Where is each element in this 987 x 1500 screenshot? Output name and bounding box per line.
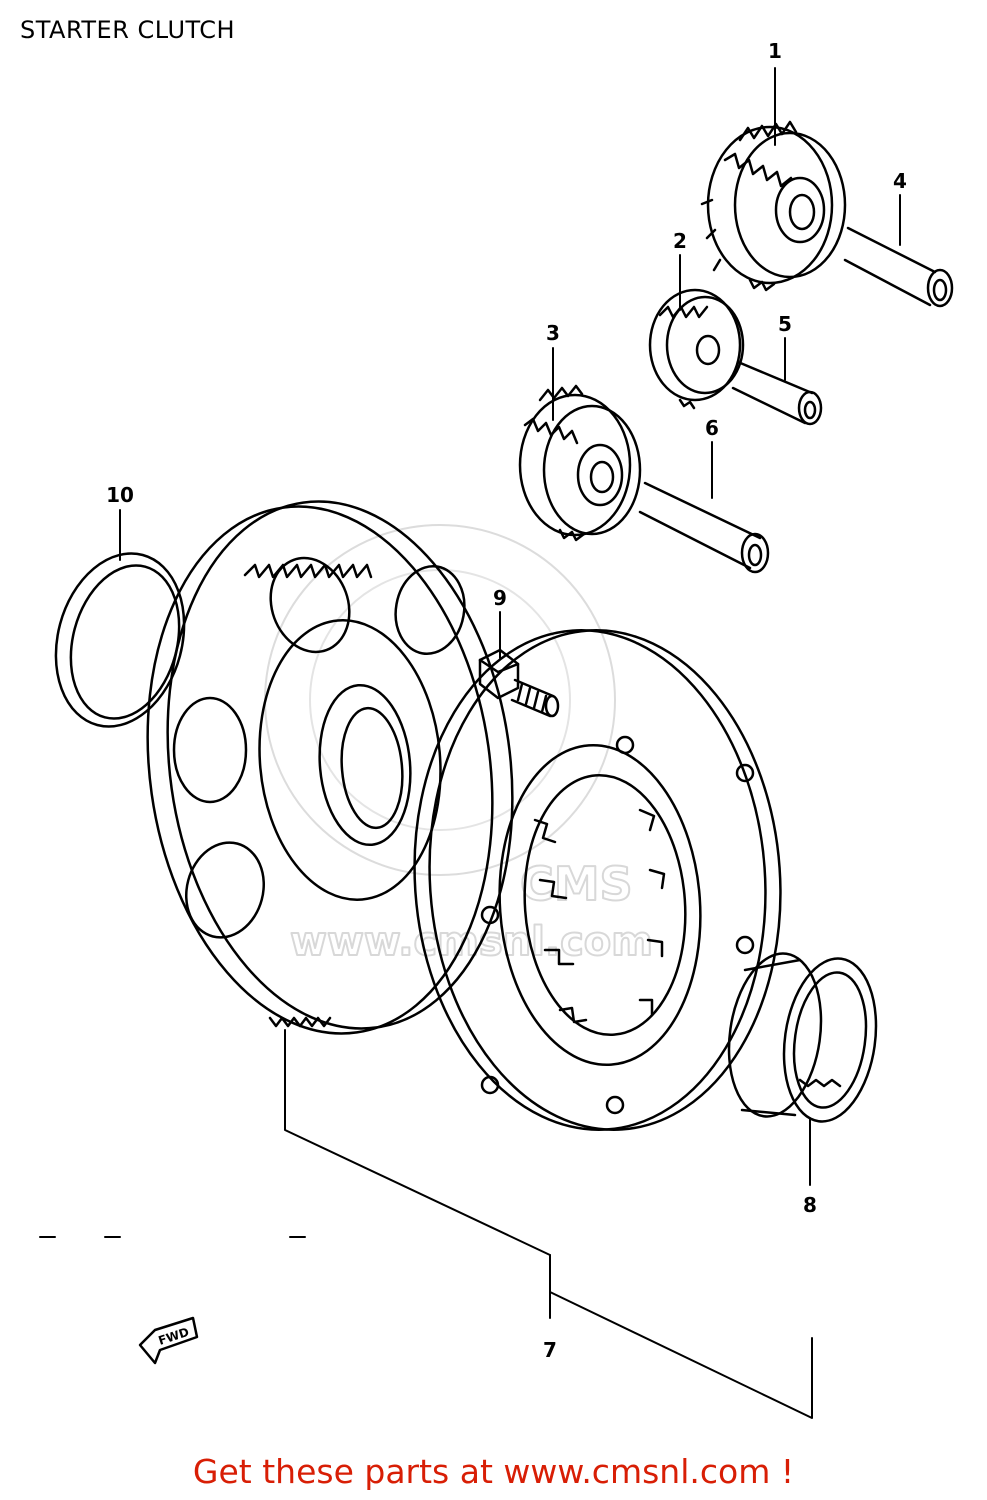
callout-10: 10 bbox=[106, 483, 134, 507]
page-title: STARTER CLUTCH bbox=[20, 16, 236, 44]
cta-link[interactable]: Get these parts at www.cmsnl.com ! bbox=[192, 1452, 795, 1491]
starter-driven-gear bbox=[146, 500, 514, 1035]
callout-numbers: 1 2 3 4 5 6 7 8 9 10 bbox=[106, 39, 907, 1362]
callout-4: 4 bbox=[893, 169, 907, 193]
part-2-gear bbox=[648, 288, 745, 410]
callout-9: 9 bbox=[493, 586, 507, 610]
starter-clutch-body bbox=[413, 629, 782, 1131]
fwd-arrow-icon: FWD bbox=[138, 1316, 199, 1365]
callout-8: 8 bbox=[803, 1193, 817, 1217]
leader-lines bbox=[39, 67, 901, 1419]
callout-7: 7 bbox=[543, 1338, 557, 1362]
watermark-brand: CMS bbox=[520, 857, 633, 911]
part-1-gear bbox=[700, 120, 847, 292]
callout-2: 2 bbox=[673, 229, 687, 253]
callout-5: 5 bbox=[778, 312, 792, 336]
part-8-bearing bbox=[727, 952, 878, 1123]
part-10-ring bbox=[54, 552, 186, 728]
part-4-shaft bbox=[843, 226, 954, 308]
callout-3: 3 bbox=[546, 321, 560, 345]
callout-1: 1 bbox=[768, 39, 782, 63]
part-6-shaft bbox=[638, 481, 770, 574]
part-3-gear bbox=[518, 384, 642, 542]
part-5-pin bbox=[731, 360, 823, 426]
callout-6: 6 bbox=[705, 416, 719, 440]
